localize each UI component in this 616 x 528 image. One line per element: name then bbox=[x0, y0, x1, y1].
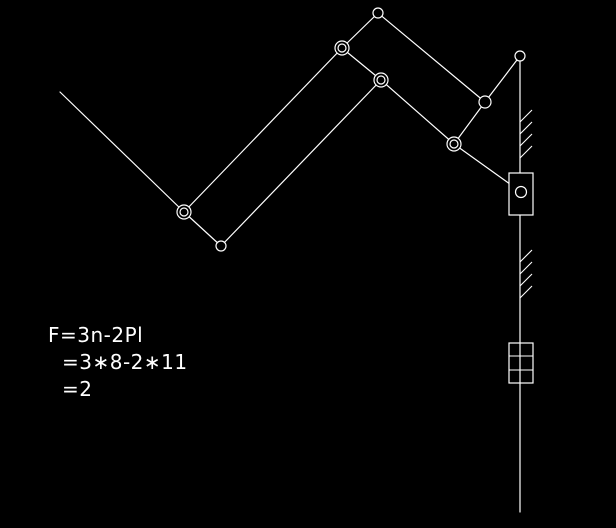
formula-line-1: F=3n-2Pl bbox=[48, 323, 144, 347]
formula-line-2: =3∗8-2∗11 bbox=[62, 350, 188, 374]
joint-bottom bbox=[215, 240, 227, 252]
formula-line-3: =2 bbox=[62, 377, 93, 401]
double-joint-middle bbox=[373, 72, 389, 88]
input-link-left bbox=[59, 91, 185, 213]
joint-top-pivot bbox=[514, 50, 526, 62]
link-right-short bbox=[453, 101, 486, 145]
output-slider-block bbox=[508, 342, 534, 384]
slider-block bbox=[508, 172, 534, 216]
link-top-short bbox=[341, 12, 379, 49]
ground-hatch-lower bbox=[519, 249, 533, 299]
link-top-long bbox=[377, 12, 486, 103]
double-joint-upper bbox=[334, 40, 350, 56]
link-to-top-pivot bbox=[484, 55, 521, 103]
joint-right bbox=[478, 95, 492, 109]
link-short-bottom bbox=[183, 211, 222, 247]
link-upper-left bbox=[183, 47, 343, 213]
link-lower-left bbox=[220, 79, 382, 247]
ground-hatch-upper bbox=[519, 109, 533, 159]
joint-top bbox=[372, 7, 384, 19]
double-joint-left bbox=[176, 204, 192, 220]
link-mid-long bbox=[380, 79, 455, 145]
slider-pin-joint bbox=[514, 185, 528, 199]
double-joint-right bbox=[446, 136, 462, 152]
link-short-middle bbox=[341, 47, 382, 81]
